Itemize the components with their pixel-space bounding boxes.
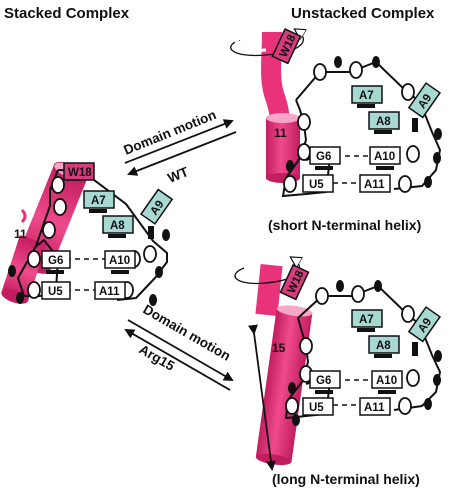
base-a8-label-long: A8 — [376, 340, 391, 352]
base-g6-label: G6 — [48, 255, 63, 267]
base-u5-label: U5 — [48, 286, 63, 298]
helix-label-long: 15 — [272, 341, 286, 355]
base-a11-label-long: A11 — [364, 402, 385, 414]
base-a7-label-short: A7 — [359, 90, 374, 102]
stacked-complex-title: Stacked Complex — [4, 5, 130, 22]
base-u5-label-long: U5 — [309, 402, 324, 414]
arg15-label: Arg15 — [137, 342, 178, 374]
wt-label: WT — [166, 164, 192, 186]
base-a7-label: A7 — [91, 195, 106, 207]
base-a11-label-short: A11 — [364, 179, 385, 191]
helix-long-unstacked — [255, 263, 283, 317]
short-helix-caption: (short N-terminal helix) — [268, 217, 421, 233]
base-a8-label: A8 — [110, 220, 125, 232]
transition-wt: Domain motion WT — [122, 107, 237, 186]
tryptophan-label: W18 — [68, 167, 92, 179]
helix-label: 11 — [14, 227, 27, 241]
stacked-complex: 11 W18 A7 — [1, 161, 174, 306]
base-a11-label: A11 — [99, 286, 120, 298]
rotation-arrow-icon — [230, 30, 304, 57]
equilibrium-arrows-icon-bottom — [127, 319, 234, 381]
equilibrium-arrows-icon — [124, 119, 234, 164]
long-helix-caption: (long N-terminal helix) — [272, 471, 420, 487]
base-a8-label-short: A8 — [376, 116, 391, 128]
base-a10-label-short: A10 — [374, 151, 395, 163]
rna-backbone-stacked — [16, 169, 168, 301]
base-u5-label-short: U5 — [309, 179, 324, 191]
double-headed-arrow-icon — [247, 324, 276, 471]
base-g6-label-short: G6 — [316, 151, 331, 163]
base-a7-label-long: A7 — [359, 314, 374, 326]
base-g6-label-long: G6 — [316, 375, 331, 387]
unstacked-complex-title: Unstacked Complex — [291, 5, 435, 22]
transition-arg15: Domain motion Arg15 — [124, 302, 234, 391]
base-a10-label-long: A10 — [376, 375, 397, 387]
helix-label-short: 11 — [274, 126, 287, 140]
unstacked-complex-long: 15 W18 — [234, 258, 442, 487]
base-a10-label: A10 — [109, 255, 130, 267]
unstacked-complex-short: 11 W18 — [230, 28, 442, 233]
